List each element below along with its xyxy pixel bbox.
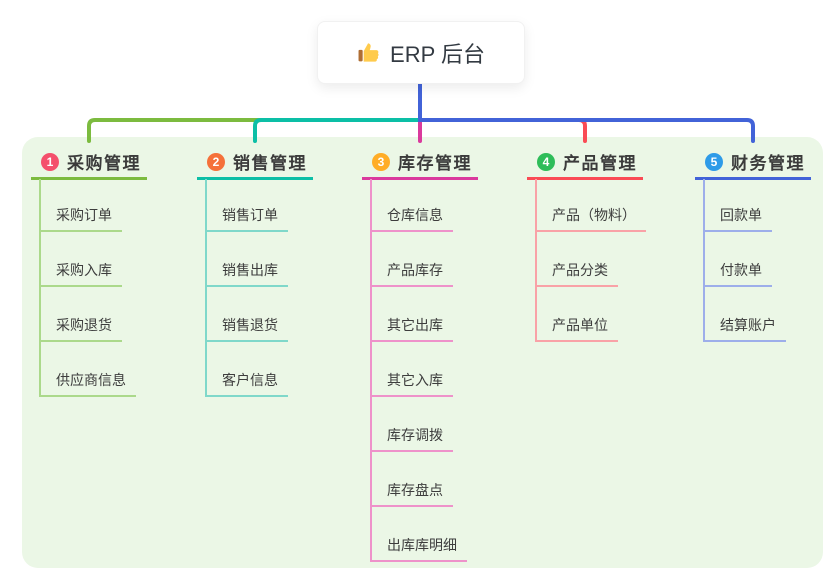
child-node[interactable]: 销售订单 xyxy=(205,205,288,232)
branch-column: 3 库存管理仓库信息产品库存其它出库其它入库库存调拨库存盘点出库库明细 xyxy=(362,0,532,588)
child-node[interactable]: 销售出库 xyxy=(205,260,288,287)
branch-title: 采购管理 xyxy=(67,154,141,173)
branch-column: 2 销售管理销售订单销售出库销售退货客户信息 xyxy=(197,0,367,588)
branch-column: 1 采购管理采购订单采购入库采购退货供应商信息 xyxy=(31,0,201,588)
child-node[interactable]: 出库库明细 xyxy=(370,535,467,562)
branch-node[interactable]: 1 采购管理 xyxy=(31,146,147,180)
branch-number-badge: 1 xyxy=(41,152,59,171)
branch-children-connector xyxy=(205,179,207,396)
thumbs-up-icon xyxy=(357,41,380,64)
branch-title: 产品管理 xyxy=(563,154,637,173)
child-node[interactable]: 产品（物料） xyxy=(535,205,646,232)
child-node[interactable]: 库存盘点 xyxy=(370,480,453,507)
branch-children-connector xyxy=(703,179,705,341)
branch-number-badge: 2 xyxy=(207,152,225,171)
child-node[interactable]: 产品单位 xyxy=(535,315,618,342)
root-title: ERP 后台 xyxy=(390,41,485,67)
child-node[interactable]: 其它出库 xyxy=(370,315,453,342)
branch-title: 财务管理 xyxy=(731,154,805,173)
branch-number-badge: 3 xyxy=(372,152,390,171)
branch-node[interactable]: 3 库存管理 xyxy=(362,146,478,180)
child-node[interactable]: 回款单 xyxy=(703,205,772,232)
child-node[interactable]: 库存调拨 xyxy=(370,425,453,452)
branch-column: 4 产品管理产品（物料） 产品分类产品单位 xyxy=(527,0,697,588)
branch-number-badge: 4 xyxy=(537,152,555,171)
child-node[interactable]: 销售退货 xyxy=(205,315,288,342)
branch-node[interactable]: 4 产品管理 xyxy=(527,146,643,180)
child-node[interactable]: 采购订单 xyxy=(39,205,122,232)
child-node[interactable]: 其它入库 xyxy=(370,370,453,397)
child-node[interactable]: 采购入库 xyxy=(39,260,122,287)
branch-children-connector xyxy=(370,179,372,561)
branch-column: 5 财务管理回款单付款单结算账户 xyxy=(695,0,839,588)
child-node[interactable]: 产品分类 xyxy=(535,260,618,287)
root-node[interactable]: ERP 后台 xyxy=(317,21,525,84)
branch-node[interactable]: 2 销售管理 xyxy=(197,146,313,180)
child-node[interactable]: 产品库存 xyxy=(370,260,453,287)
branch-node[interactable]: 5 财务管理 xyxy=(695,146,811,180)
branch-number-badge: 5 xyxy=(705,152,723,171)
child-node[interactable]: 结算账户 xyxy=(703,315,786,342)
branch-title: 销售管理 xyxy=(233,154,307,173)
branch-children-connector xyxy=(39,179,41,396)
branch-children-connector xyxy=(535,179,537,341)
child-node[interactable]: 付款单 xyxy=(703,260,772,287)
child-node[interactable]: 采购退货 xyxy=(39,315,122,342)
child-node[interactable]: 仓库信息 xyxy=(370,205,453,232)
branches-panel xyxy=(22,137,823,568)
child-node[interactable]: 客户信息 xyxy=(205,370,288,397)
branch-title: 库存管理 xyxy=(398,154,472,173)
child-node[interactable]: 供应商信息 xyxy=(39,370,136,397)
